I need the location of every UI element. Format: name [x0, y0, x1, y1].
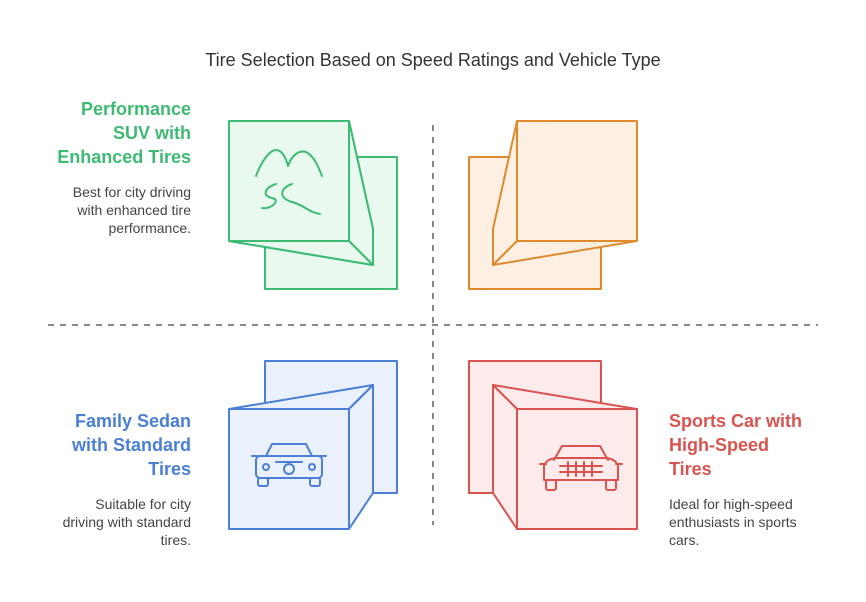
- bottom-right-description: Ideal for high-speed enthusiasts in spor…: [669, 495, 849, 549]
- bottom-left-description: Suitable for city driving with standard …: [20, 495, 191, 549]
- sedan-car-icon: [251, 443, 327, 487]
- diagram-title: Tire Selection Based on Speed Ratings an…: [205, 50, 661, 70]
- top-left-desc-line: with enhanced tire: [77, 202, 191, 218]
- top-left-box: [228, 120, 398, 290]
- bottom-right-desc-line: enthusiasts in sports: [669, 514, 797, 530]
- bottom-right-desc-line: cars.: [669, 532, 700, 548]
- bottom-right-box: [468, 360, 638, 530]
- top-left-desc-line: performance.: [108, 220, 191, 236]
- bottom-right-title: Sports Car with High-Speed Tires: [669, 409, 849, 481]
- sports-car-icon: [539, 445, 623, 491]
- bottom-left-desc-line: tires.: [160, 532, 191, 548]
- bottom-left-title-line: Family Sedan: [74, 411, 191, 431]
- bottom-left-desc-line: Suitable for city: [95, 496, 191, 512]
- bottom-left-box: [228, 360, 398, 530]
- bottom-right-desc-line: Ideal for high-speed: [669, 496, 793, 512]
- bottom-right-title-line: Tires: [669, 459, 712, 479]
- bottom-right-side-face: [492, 384, 518, 530]
- top-right-box: [468, 120, 638, 290]
- top-left-desc-line: Best for city driving: [72, 184, 191, 200]
- top-right-front-panel: [516, 120, 638, 242]
- top-left-title-line: Performance: [80, 99, 191, 119]
- bottom-left-desc-line: driving with standard: [62, 514, 191, 530]
- top-left-title: Performance SUV with Enhanced Tires: [20, 97, 191, 169]
- bottom-right-title-line: Sports Car with: [669, 411, 803, 431]
- bottom-left-title-line: Tires: [148, 459, 191, 479]
- top-left-description: Best for city driving with enhanced tire…: [20, 183, 191, 237]
- bottom-left-front-panel: [228, 408, 350, 530]
- bottom-right-title-line: High-Speed: [669, 435, 770, 455]
- bottom-left-title-line: with Standard: [71, 435, 191, 455]
- top-left-title-line: Enhanced Tires: [57, 147, 191, 167]
- bottom-left-side-face: [348, 384, 374, 530]
- mountain-road-icon: [255, 149, 323, 215]
- top-left-front-panel: [228, 120, 350, 242]
- top-left-title-line: SUV with: [112, 123, 191, 143]
- bottom-left-title: Family Sedan with Standard Tires: [20, 409, 191, 481]
